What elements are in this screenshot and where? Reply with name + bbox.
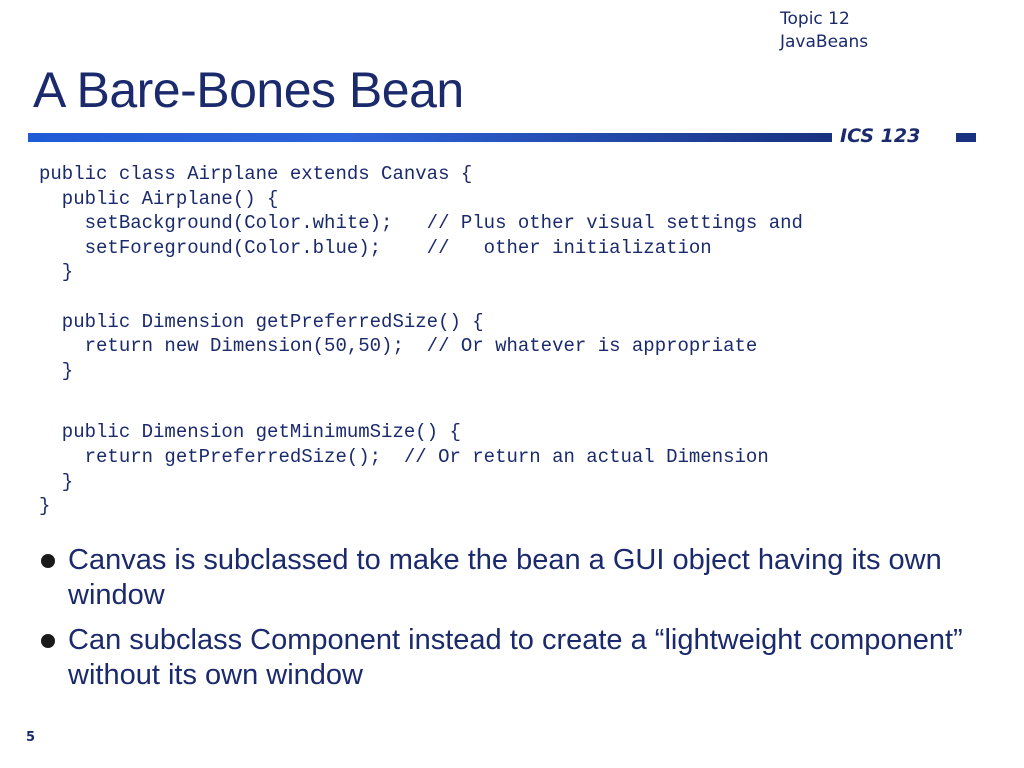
code-line xyxy=(39,383,803,420)
slide-title: A Bare-Bones Bean xyxy=(33,62,464,118)
code-line: public Dimension getPreferredSize() { xyxy=(39,310,484,333)
page-number: 5 xyxy=(26,730,36,745)
topic-label: Topic 12 JavaBeans xyxy=(780,8,868,54)
bullet-dot-icon xyxy=(41,554,55,568)
code-line: } xyxy=(39,495,51,518)
code-line: public Airplane() { xyxy=(39,187,279,210)
title-divider xyxy=(28,133,832,142)
bullet-list: Canvas is subclassed to make the bean a … xyxy=(40,543,980,703)
code-line: public Dimension getMinimumSize() { xyxy=(39,421,461,444)
bullet-text: Canvas is subclassed to make the bean a … xyxy=(68,544,942,611)
code-line: public class Airplane extends Canvas { xyxy=(39,163,473,185)
code-line: } xyxy=(39,359,74,382)
code-line: return new Dimension(50,50); // Or whate… xyxy=(39,335,758,358)
topic-line-1: Topic 12 xyxy=(780,9,850,29)
code-line: setForeground(Color.blue); // other init… xyxy=(39,236,712,259)
code-line: } xyxy=(39,261,74,284)
divider-end-block xyxy=(956,133,976,142)
course-label: ICS 123 xyxy=(840,125,921,147)
code-line: return getPreferredSize(); // Or return … xyxy=(39,445,769,468)
code-line xyxy=(39,285,803,310)
code-block: public class Airplane extends Canvas { p… xyxy=(39,162,803,519)
topic-line-2: JavaBeans xyxy=(780,32,869,52)
code-line: } xyxy=(39,470,74,493)
bullet-dot-icon xyxy=(41,634,55,648)
bullet-text: Can subclass Component instead to create… xyxy=(68,624,963,691)
bullet-item: Can subclass Component instead to create… xyxy=(40,623,980,693)
bullet-item: Canvas is subclassed to make the bean a … xyxy=(40,543,980,613)
code-line: setBackground(Color.white); // Plus othe… xyxy=(39,212,803,235)
